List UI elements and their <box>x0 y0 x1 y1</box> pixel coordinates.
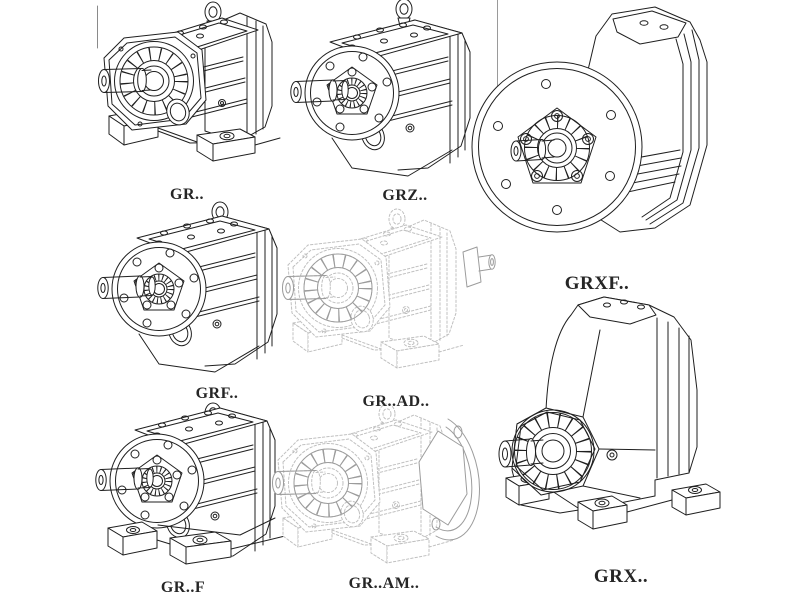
label-grx: GRX.. <box>593 566 649 587</box>
label-gr-f: GR..F <box>160 579 206 596</box>
drawing-gr-ad <box>283 209 496 368</box>
label-grf: GRF.. <box>195 385 239 402</box>
drawing-grxf <box>471 6 708 233</box>
label-gr-ad: GR..AD.. <box>362 393 430 410</box>
label-grxf: GRXF.. <box>564 273 630 294</box>
drawing-grz <box>291 0 470 177</box>
label-gr-am: GR..AM.. <box>348 575 420 592</box>
drawing-gr <box>99 2 281 161</box>
label-grz: GRZ.. <box>382 187 428 204</box>
drawing-grx <box>498 296 721 530</box>
drawing-grf <box>98 201 277 373</box>
drawing-gr-am <box>273 404 480 563</box>
drawing-gr-f <box>96 402 286 565</box>
label-gr: GR.. <box>170 186 204 203</box>
